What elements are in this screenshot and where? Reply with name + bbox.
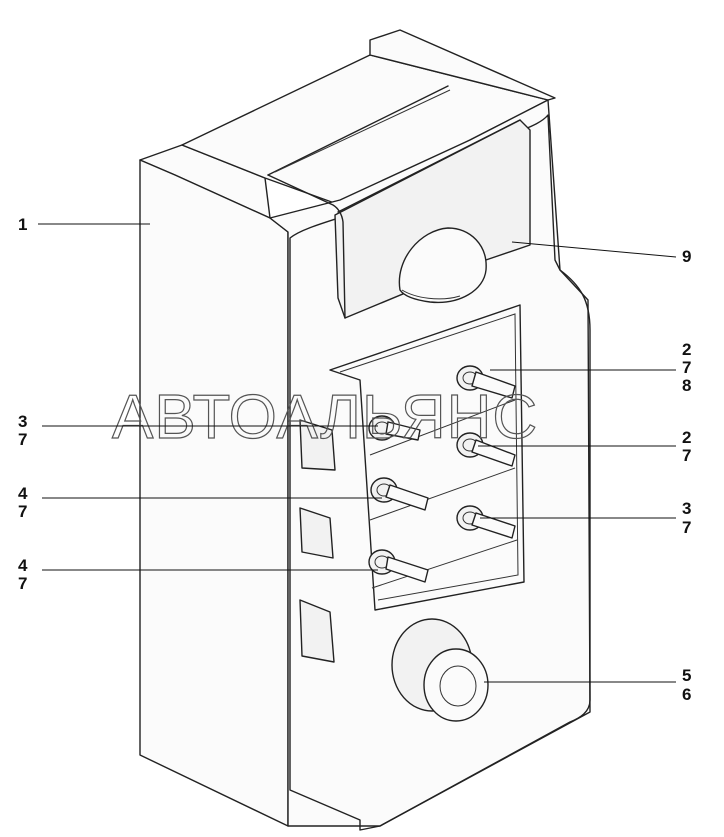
housing-left-face <box>139 159 289 827</box>
knob-rim <box>401 289 461 300</box>
housing-top-back-step <box>369 29 556 101</box>
push-button-cap-inner <box>439 665 477 707</box>
watermark-text: АВТОАЛЬЯНС <box>112 383 538 452</box>
callout-labels: 1 9 2 7 8 3 7 2 7 4 7 3 7 4 7 5 6 <box>18 215 691 704</box>
side-window-1 <box>299 419 336 471</box>
toggle-switch-5 <box>456 505 516 539</box>
switch-1-lever <box>471 371 516 399</box>
push-button <box>391 618 489 722</box>
switch-6-lever <box>385 556 429 583</box>
switch-divider-2 <box>369 467 516 521</box>
switch-divider-1 <box>369 399 516 456</box>
switch-divider-3 <box>371 539 518 589</box>
callout-3-a: 3 <box>18 412 27 431</box>
callout-7-3a: 7 <box>18 430 27 449</box>
toggle-switch-6 <box>368 549 429 583</box>
callout-3-b: 3 <box>682 499 691 518</box>
callout-7-4b: 7 <box>18 574 27 593</box>
callout-8: 8 <box>682 376 691 395</box>
side-window-2 <box>299 507 334 559</box>
side-windows <box>299 419 336 663</box>
push-button-cap <box>423 648 489 722</box>
lid-seam <box>274 89 451 173</box>
lid <box>267 85 531 319</box>
side-window-3 <box>299 599 335 663</box>
lid-front <box>334 119 531 319</box>
toggle-switch-1 <box>456 365 516 399</box>
rotary-knob <box>398 227 487 304</box>
callout-5: 5 <box>682 666 691 685</box>
callout-4-b: 4 <box>18 556 28 575</box>
leader-9 <box>511 241 677 258</box>
toggle-switch-2 <box>368 415 421 441</box>
callout-6: 6 <box>682 685 691 704</box>
toggle-switch-4 <box>370 477 429 511</box>
callout-4-a: 4 <box>18 484 28 503</box>
switch-5-lever <box>471 512 516 539</box>
callout-9: 9 <box>682 247 691 266</box>
callout-7-2mid: 7 <box>682 446 691 465</box>
callout-1: 1 <box>18 215 27 234</box>
callout-7-3b: 7 <box>682 518 691 537</box>
knob-body <box>398 227 487 304</box>
callout-2-mid: 2 <box>682 428 691 447</box>
callout-7-top: 7 <box>682 358 691 377</box>
switch-2-lever <box>385 421 421 441</box>
lid-top-line <box>267 85 521 213</box>
callout-7-4a: 7 <box>18 502 27 521</box>
switch-4-lever <box>385 484 429 511</box>
toggle-switches <box>368 365 516 583</box>
leader-lines <box>38 223 677 683</box>
switch-bay-inner <box>339 313 519 601</box>
callout-2-top: 2 <box>682 340 691 359</box>
